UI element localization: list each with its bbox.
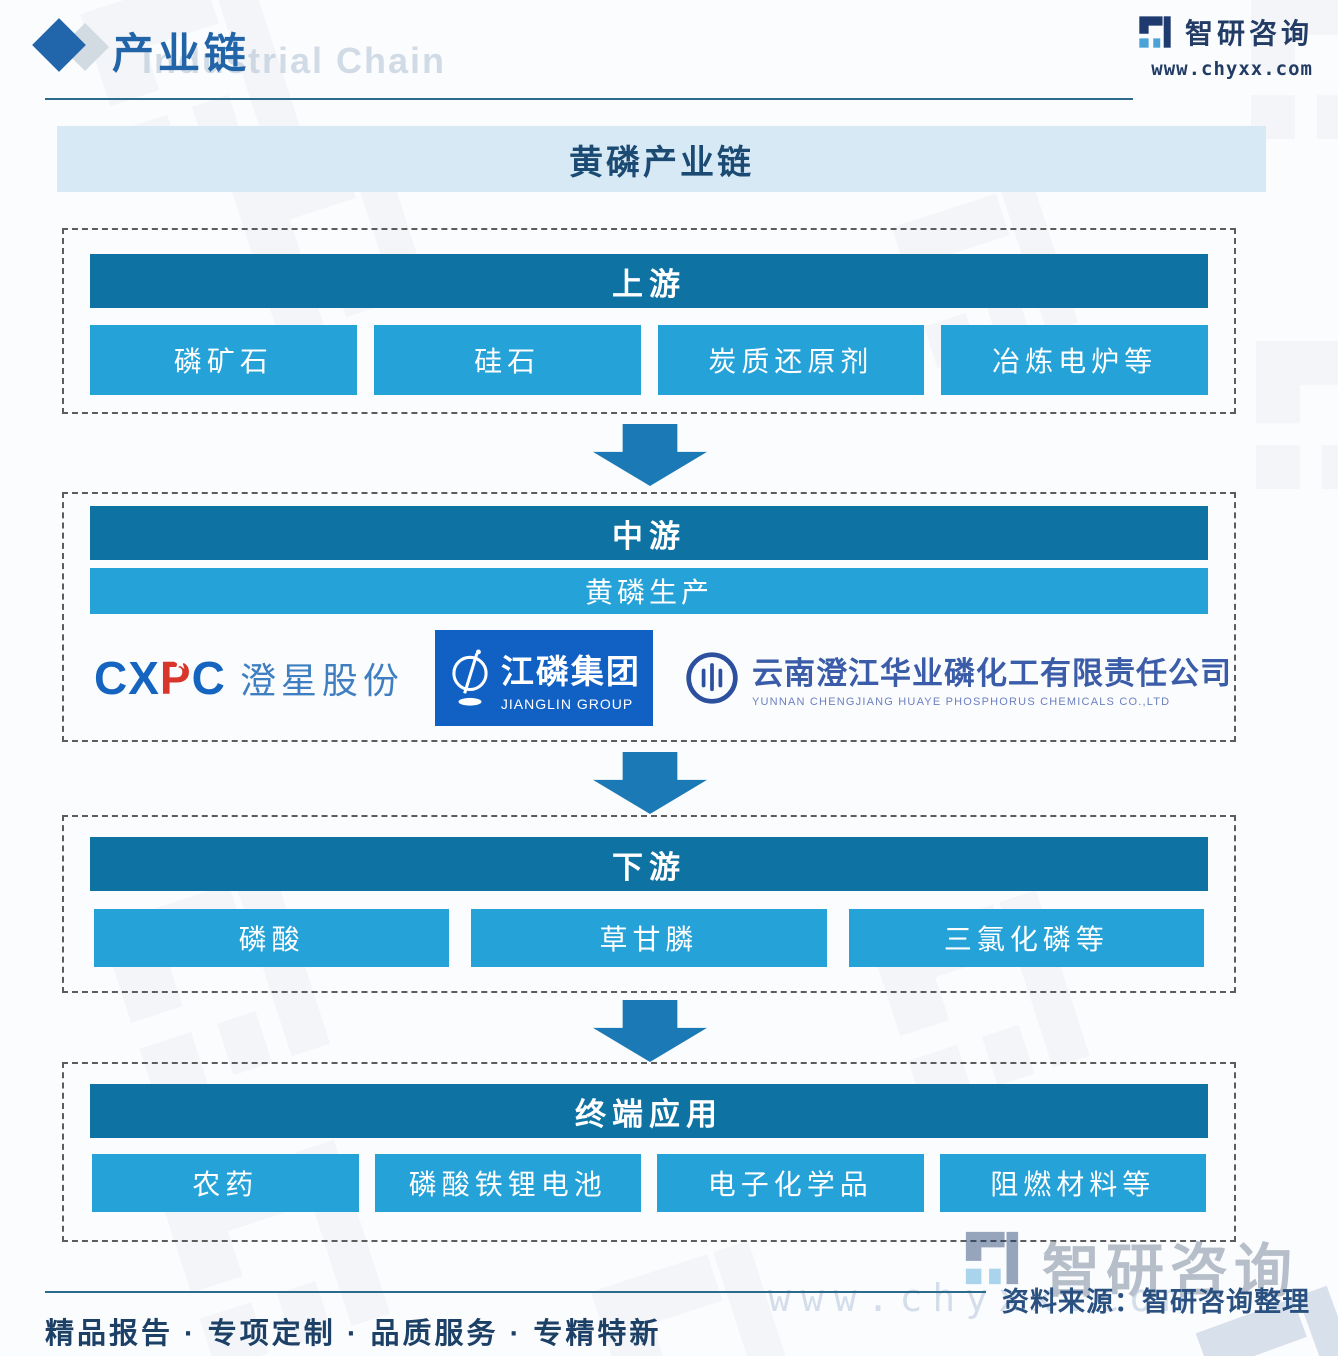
terminal-header: 终端应用 [90, 1084, 1208, 1138]
downstream-section: 下游 磷酸 草甘膦 三氯化磷等 [62, 815, 1236, 993]
down-arrow-icon [593, 424, 707, 486]
yunnan-emblem-icon [686, 652, 738, 704]
terminal-item: 磷酸铁锂电池 [374, 1154, 641, 1212]
company-logo-chengxing: CXP★C 澄星股份 [94, 651, 404, 705]
terminal-item: 电子化学品 [657, 1154, 924, 1212]
midstream-section: 中游 黄磷生产 CXP★C 澄星股份 江磷集团 JIANGLIN GROUP [62, 492, 1236, 742]
upstream-item: 磷矿石 [90, 325, 357, 395]
source-note: 资料来源：智研咨询整理 [1002, 1287, 1310, 1317]
jianglin-company-name-en: JIANGLIN GROUP [500, 695, 634, 712]
downstream-item: 磷酸 [94, 909, 450, 967]
jianglin-emblem-icon [452, 649, 488, 706]
page-title: 产业链 [112, 30, 251, 77]
upstream-header: 上游 [90, 254, 1208, 308]
chengxing-company-name: 澄星股份 [239, 660, 404, 701]
cxpc-lettermark: CXP★C [94, 652, 226, 704]
diagram-title: 黄磷产业链 [569, 143, 754, 182]
brand-block: 智研咨询 www.chyxx.com [1137, 12, 1313, 80]
header-divider [45, 98, 1133, 100]
footer-watermark-site: www.chyxx.com [768, 1276, 1196, 1320]
yunnan-company-name-en: YUNNAN CHENGJIANG HUAYE PHOSPHORUS CHEMI… [752, 696, 1171, 708]
footer-tagline: 精品报告 · 专项定制 · 品质服务 · 专精特新 [45, 1318, 662, 1350]
midstream-subheader: 黄磷生产 [90, 568, 1208, 614]
star-icon: ★ [172, 655, 189, 672]
diagram-title-banner: 黄磷产业链 [57, 126, 1266, 192]
upstream-section: 上游 磷矿石 硅石 炭质还原剂 冶炼电炉等 [62, 228, 1236, 414]
down-arrow-icon [593, 1000, 707, 1062]
upstream-item: 炭质还原剂 [657, 325, 925, 395]
upstream-item: 硅石 [373, 325, 641, 395]
terminal-item: 阻燃材料等 [939, 1154, 1206, 1212]
down-arrow-icon [593, 752, 707, 814]
upstream-item: 冶炼电炉等 [941, 325, 1208, 395]
company-logo-yunnan-huaye: 云南澄江华业磷化工有限责任公司 YUNNAN CHENGJIANG HUAYE … [684, 648, 1231, 708]
terminal-item: 农药 [92, 1154, 359, 1212]
brand-name: 智研咨询 [1184, 18, 1313, 49]
downstream-header: 下游 [90, 837, 1208, 891]
footer-divider [45, 1291, 986, 1293]
downstream-item: 三氯化磷等 [848, 909, 1204, 967]
midstream-header: 中游 [90, 506, 1208, 560]
jianglin-company-name: 江磷集团 [500, 652, 641, 690]
terminal-application-section: 终端应用 农药 磷酸铁锂电池 电子化学品 阻燃材料等 [62, 1062, 1236, 1242]
yunnan-company-name: 云南澄江华业磷化工有限责任公司 [752, 656, 1232, 691]
brand-logo-icon [1139, 16, 1171, 48]
brand-website: www.chyxx.com [1151, 58, 1313, 80]
footer-watermark-brand: 智研咨询 [1042, 1239, 1299, 1304]
midstream-companies: CXP★C 澄星股份 江磷集团 JIANGLIN GROUP [94, 628, 1231, 728]
background-watermark-icon [1245, 330, 1338, 500]
company-logo-jianglin: 江磷集团 JIANGLIN GROUP [434, 630, 653, 726]
downstream-item: 草甘膦 [471, 909, 827, 967]
